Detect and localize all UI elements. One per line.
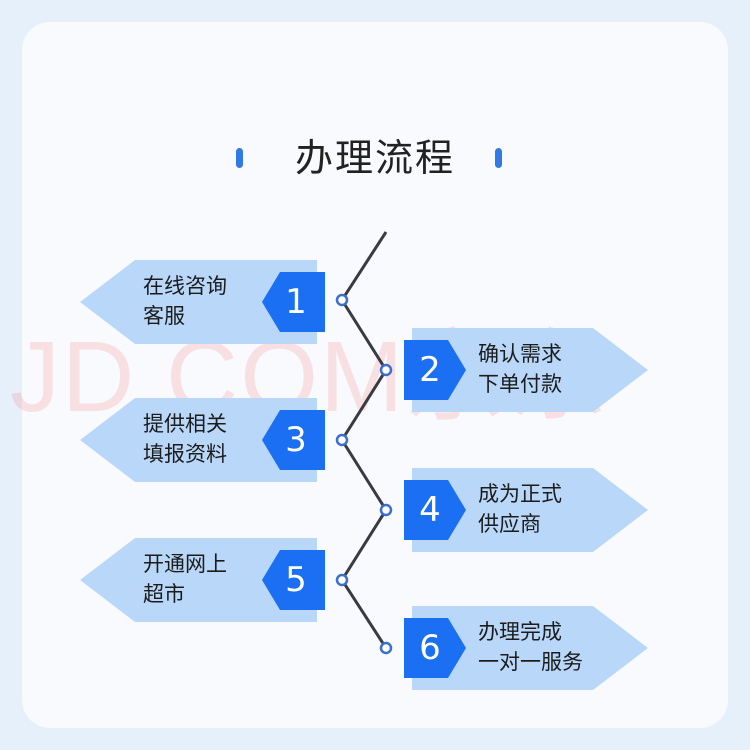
step-badge-2	[404, 340, 466, 400]
step-label-line1: 办理完成	[478, 620, 562, 644]
step-badge-6	[404, 618, 466, 678]
step-number-6: 6	[419, 628, 441, 668]
title-dot-left	[236, 148, 243, 168]
step-label-line2: 供应商	[478, 512, 541, 536]
step-label-line2: 填报资料	[143, 442, 227, 466]
step-badge-5	[262, 550, 325, 610]
step-label-1: 在线咨询客服	[143, 271, 273, 331]
step-number-2: 2	[419, 350, 441, 390]
title-dot-right	[495, 148, 502, 168]
connector-node-4	[379, 503, 393, 517]
step-label-line1: 开通网上	[143, 552, 227, 576]
step-label-3: 提供相关填报资料	[143, 409, 273, 469]
connector-node-2	[379, 363, 393, 377]
page-title: 办理流程	[294, 136, 455, 180]
title-area: 办理流程	[0, 130, 750, 186]
step-number-5: 5	[285, 560, 307, 600]
step-tag-2	[412, 328, 648, 412]
step-label-line2: 下单付款	[478, 372, 562, 396]
step-number-1: 1	[285, 282, 307, 322]
step-label-line1: 在线咨询	[143, 274, 227, 298]
connector-node-1	[335, 293, 349, 307]
connector-node-6	[379, 641, 393, 655]
step-label-line2: 一对一服务	[478, 650, 583, 674]
step-label-2: 确认需求下单付款	[478, 339, 608, 399]
step-tag-4	[412, 468, 648, 552]
connector-line	[340, 231, 388, 649]
step-label-line1: 成为正式	[478, 482, 562, 506]
step-number-3: 3	[285, 420, 307, 460]
step-label-6: 办理完成一对一服务	[478, 617, 608, 677]
step-tag-6	[412, 606, 648, 690]
step-badge-1	[262, 272, 325, 332]
step-label-line1: 确认需求	[478, 342, 562, 366]
step-badge-4	[404, 480, 466, 540]
step-badge-3	[262, 410, 325, 470]
connector-node-3	[335, 433, 349, 447]
step-label-4: 成为正式供应商	[478, 479, 608, 539]
connector-node-5	[335, 573, 349, 587]
step-tag-5	[80, 538, 317, 622]
step-label-line2: 客服	[143, 304, 185, 328]
step-label-line2: 超市	[143, 582, 185, 606]
step-tag-1	[80, 260, 317, 344]
step-tag-3	[80, 398, 317, 482]
step-number-4: 4	[419, 490, 441, 530]
step-label-line1: 提供相关	[143, 412, 227, 436]
step-label-5: 开通网上超市	[143, 549, 273, 609]
